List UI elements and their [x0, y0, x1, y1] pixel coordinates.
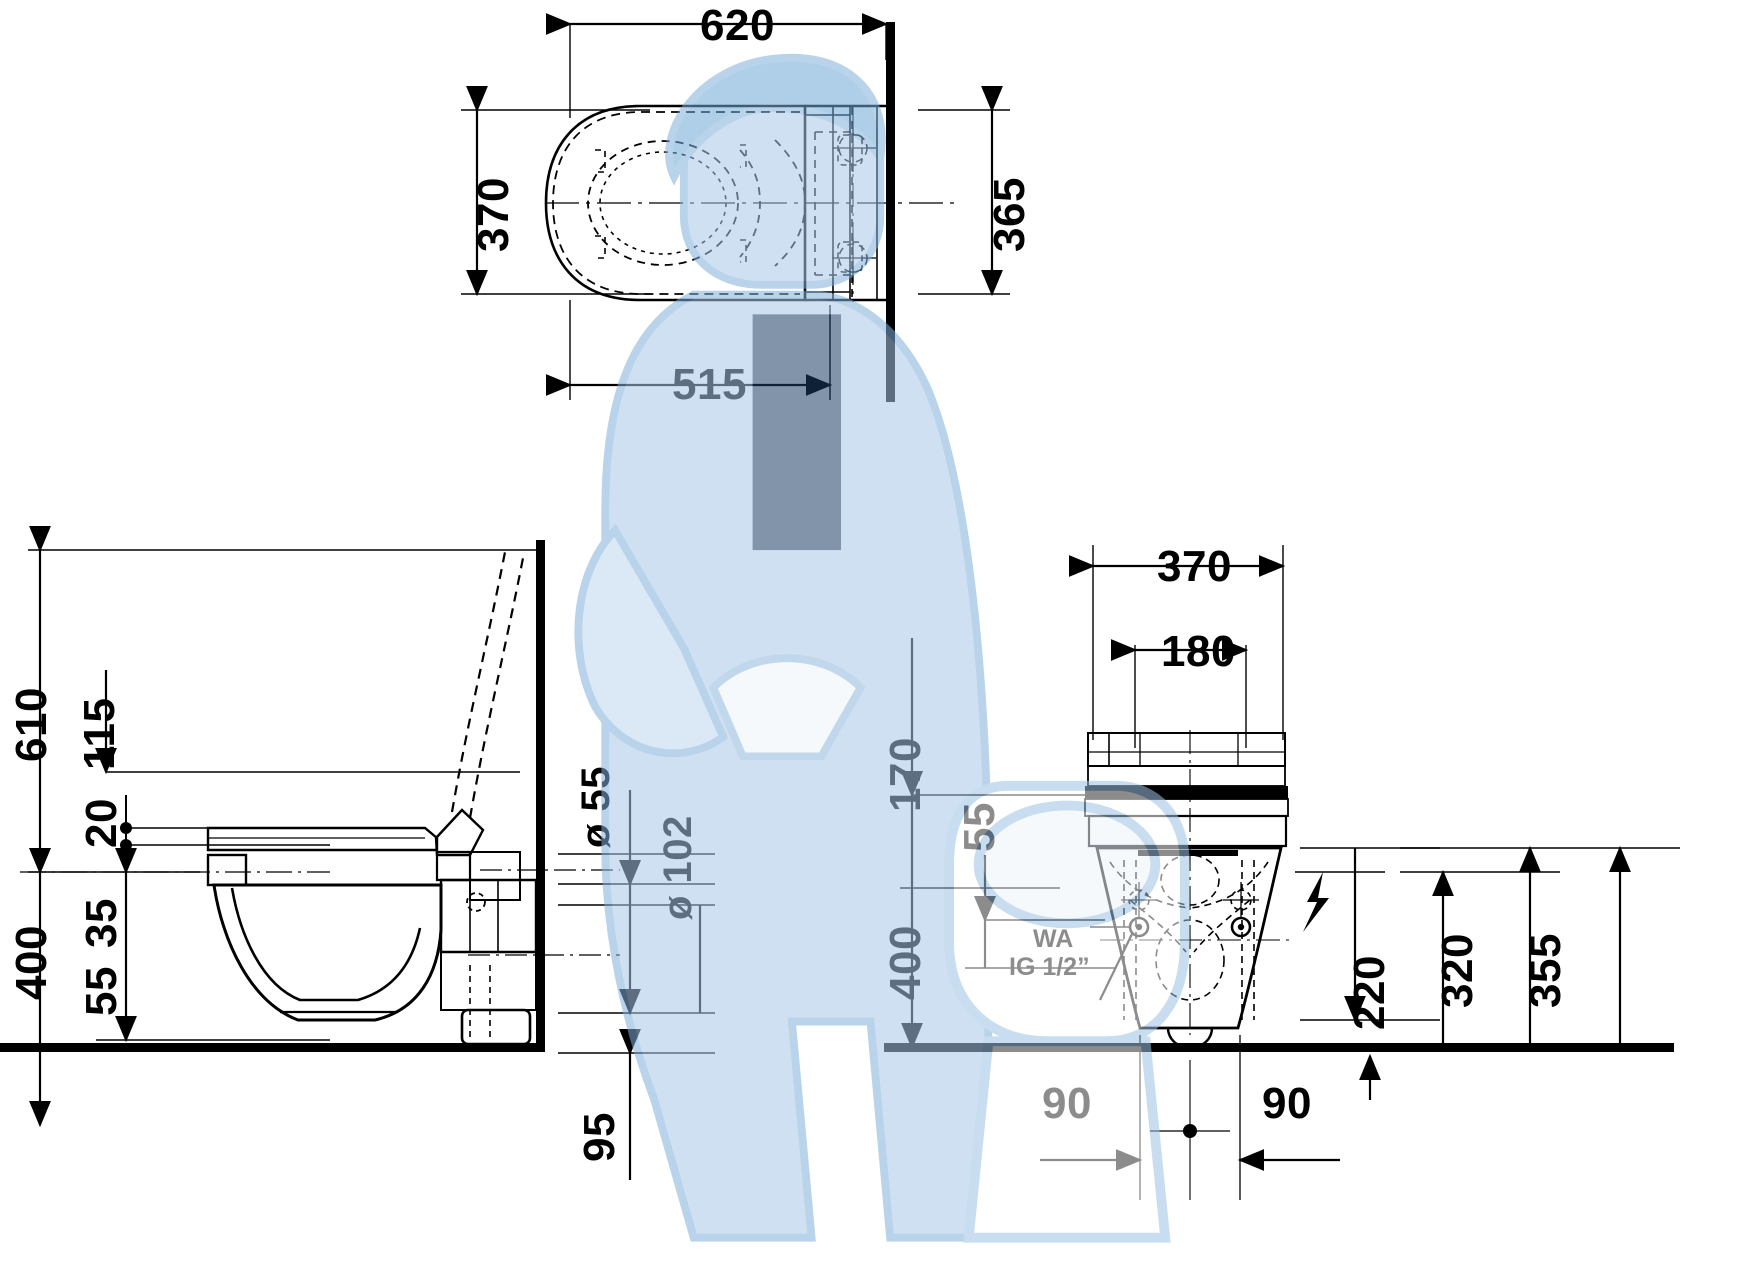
wa-note-line-2: IG 1/2”	[1009, 953, 1090, 981]
dimension-400-front: 400	[881, 925, 930, 1000]
dimension-610: 610	[7, 687, 56, 762]
dimension-370-plan: 370	[469, 177, 518, 252]
dimension-diameter-55: ø 55	[574, 765, 618, 848]
dimension-515: 515	[672, 360, 747, 409]
dimension-170: 170	[881, 737, 930, 812]
dimension-365: 365	[985, 177, 1034, 252]
dimension-55-side: 55	[77, 966, 126, 1016]
dimension-620: 620	[700, 1, 775, 50]
dimension-180: 180	[1161, 627, 1236, 676]
dimension-diameter-102: ø 102	[656, 815, 700, 920]
dimension-35: 35	[77, 898, 126, 948]
dimension-370-front: 370	[1157, 542, 1232, 591]
dimension-115: 115	[75, 697, 124, 770]
dimension-320: 320	[1433, 933, 1482, 1008]
wa-note-line-1: WA	[1033, 925, 1074, 953]
dimension-355: 355	[1521, 933, 1570, 1008]
plan-view-geometry	[461, 13, 1010, 402]
dimension-90-right: 90	[1262, 1079, 1312, 1128]
dimension-55-front: 55	[955, 802, 1004, 852]
dimension-90-left: 90	[1042, 1079, 1092, 1128]
dimension-95: 95	[575, 1112, 624, 1162]
dimension-400-side: 400	[7, 925, 56, 1000]
dimension-220: 220	[1345, 955, 1394, 1030]
dimension-20: 20	[77, 798, 126, 848]
side-view-geometry	[0, 525, 715, 1180]
